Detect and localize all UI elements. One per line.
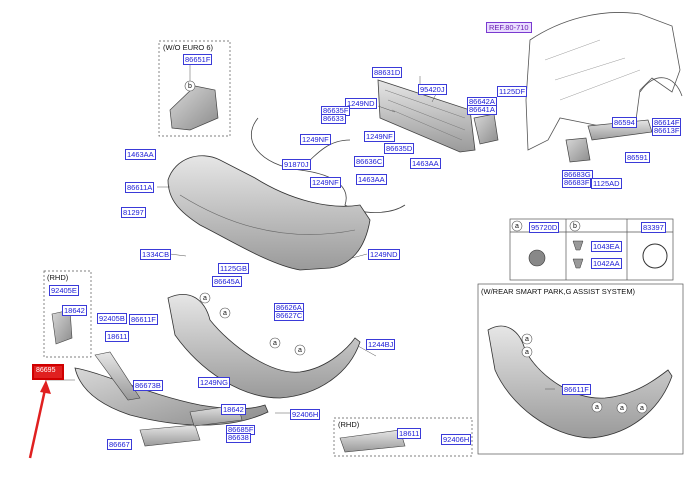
part-label-1249ND-b[interactable]: 1249ND <box>368 249 400 260</box>
part-label-1463AA-b[interactable]: 1463AA <box>410 158 441 169</box>
part-label-1244BJ[interactable]: 1244BJ <box>366 339 396 350</box>
clip-table-box <box>509 218 674 281</box>
part-label-18642-a[interactable]: 18642 <box>62 305 87 316</box>
part-label-1249NF-c[interactable]: 1249NF <box>310 177 341 188</box>
part-label-86591[interactable]: 86591 <box>625 152 650 163</box>
part-label-95420J[interactable]: 95420J <box>418 84 447 95</box>
part-label-86636C[interactable]: 86636C <box>354 156 385 167</box>
svg-text:a: a <box>525 349 529 356</box>
svg-text:b: b <box>573 223 577 230</box>
car-body-panel <box>525 12 681 151</box>
reflector-left <box>139 424 201 447</box>
garnish-strip <box>94 351 141 401</box>
part-label-18642-b[interactable]: 18642 <box>221 404 246 415</box>
clip-part <box>528 249 546 267</box>
svg-text:a: a <box>620 405 624 412</box>
svg-text:a: a <box>298 347 302 354</box>
svg-text:a: a <box>595 404 599 411</box>
rhd-bottom-box <box>333 417 473 457</box>
part-label-18611-b[interactable]: 18611 <box>397 428 422 439</box>
part-label-1249ND[interactable]: 1249ND <box>345 98 377 109</box>
bumper-beam <box>377 79 476 153</box>
part-label-1249NG[interactable]: 1249NG <box>198 377 230 388</box>
part-label-86611A[interactable]: 86611A <box>125 182 155 193</box>
part-label-95720D[interactable]: 95720D <box>529 222 560 233</box>
part-label-1463AA-a[interactable]: 1463AA <box>125 149 156 160</box>
wo-euro6-box <box>158 40 231 137</box>
side-bracket <box>473 113 499 145</box>
part-label-86667[interactable]: 86667 <box>107 439 132 450</box>
part-label-92405E[interactable]: 92405E <box>49 285 79 296</box>
part-label-1125DF[interactable]: 1125DF <box>497 86 528 97</box>
smart-park-caption: (W/REAR SMART PARK,G ASSIST SYSTEM) <box>481 287 636 296</box>
wheel-arch <box>639 77 683 97</box>
callout-a: a a a a a a a a a a <box>199 220 648 414</box>
reference-link[interactable]: REF.80-710 <box>486 22 532 33</box>
part-label-1042AA[interactable]: 1042AA <box>591 258 622 269</box>
part-label-81297[interactable]: 81297 <box>121 207 146 218</box>
smart-park-box <box>477 283 684 455</box>
bumper-groove <box>179 194 356 235</box>
part-label-86627C[interactable]: 86627C <box>274 311 305 321</box>
highlighted-part-label: 86695 <box>36 367 56 374</box>
svg-text:a: a <box>223 310 227 317</box>
part-label-1125GB[interactable]: 1125GB <box>218 263 249 274</box>
panel-line <box>544 39 641 101</box>
grommet-ring <box>642 243 668 269</box>
part-label-1334CB[interactable]: 1334CB <box>140 249 172 260</box>
part-label-1125AD[interactable]: 1125AD <box>591 178 622 189</box>
clip-part <box>572 258 584 269</box>
part-label-18611-a[interactable]: 18611 <box>105 331 130 342</box>
beam-detail <box>384 89 466 141</box>
highlight-arrow <box>28 384 48 459</box>
lower-bracket <box>565 137 591 163</box>
rhd-left-caption: (RHD) <box>47 273 69 282</box>
part-label-86635D[interactable]: 86635D <box>384 143 415 154</box>
part-label-83397[interactable]: 83397 <box>641 222 666 233</box>
rhd-left-box <box>43 270 92 358</box>
svg-text:b: b <box>188 83 192 90</box>
part-label-86611F-a[interactable]: 86611F <box>129 314 158 325</box>
wo-euro6-caption: (W/O EURO 6) <box>163 43 213 52</box>
clip-part <box>572 240 584 251</box>
smart-park-bumper <box>487 325 673 439</box>
part-label-88631D[interactable]: 88631D <box>372 67 403 78</box>
part-label-1249NF-a[interactable]: 1249NF <box>300 134 331 145</box>
part-label-1249NF-b[interactable]: 1249NF <box>364 131 395 142</box>
part-label-1043EA[interactable]: 1043EA <box>591 241 622 252</box>
part-label-86645A[interactable]: 86645A <box>212 276 242 287</box>
part-label-86594[interactable]: 86594 <box>612 117 637 128</box>
part-label-92406H-b[interactable]: 92406H <box>441 434 472 445</box>
part-label-86611F-b[interactable]: 86611F <box>562 384 591 395</box>
svg-text:a: a <box>640 405 644 412</box>
lower-bumper <box>167 294 361 399</box>
part-label-86633[interactable]: 86633 <box>321 114 346 124</box>
highlighted-part-86695[interactable]: 86695 <box>32 364 64 380</box>
svg-text:a: a <box>203 295 207 302</box>
euro6-bracket <box>169 85 219 131</box>
highlight-arrow-head <box>40 380 51 394</box>
rhd-bottom-bracket <box>339 429 406 453</box>
part-label-1463AA-c[interactable]: 1463AA <box>356 174 387 185</box>
part-label-92406H-a[interactable]: 92406H <box>290 409 321 420</box>
part-label-86673B[interactable]: 86673B <box>133 380 163 391</box>
part-label-86683F[interactable]: 86683F <box>562 178 592 188</box>
part-label-86641A[interactable]: 86641A <box>467 105 497 115</box>
part-label-92405B[interactable]: 92405B <box>97 313 127 324</box>
svg-text:a: a <box>525 336 529 343</box>
svg-text:a: a <box>273 340 277 347</box>
part-label-86613F[interactable]: 86613F <box>652 126 682 136</box>
bumper-cover <box>167 155 371 271</box>
svg-text:a: a <box>515 223 519 230</box>
part-label-91870J[interactable]: 91870J <box>282 159 311 170</box>
part-label-86638[interactable]: 86638 <box>226 433 251 443</box>
rhd-bottom-caption: (RHD) <box>338 420 360 429</box>
part-label-86651F[interactable]: 86651F <box>183 54 213 65</box>
callout-b: b b <box>184 80 581 232</box>
